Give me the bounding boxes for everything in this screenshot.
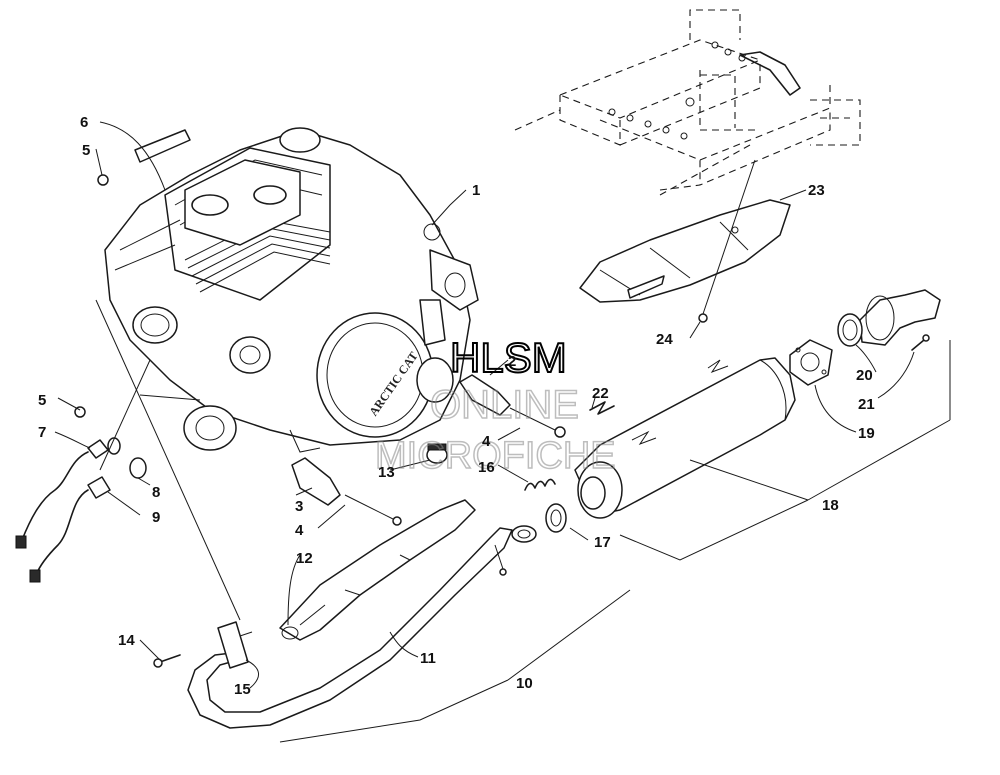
nut-5-lower [74,406,86,418]
callout-21: 21 [858,396,875,413]
callout-16: 16 [478,459,495,476]
gasket-19 [789,339,833,386]
heat-shield-upper [579,199,791,303]
callout-24: 24 [656,331,673,348]
gasket-17 [545,503,567,533]
spring-22 [589,401,615,415]
sensor-2 [459,374,566,438]
callout-17: 17 [594,534,611,551]
watermark-line-1: HLSM [450,334,567,381]
callout-22: 22 [592,385,609,402]
bolt-21 [911,334,930,351]
callout-15: 15 [234,681,251,698]
callout-18: 18 [822,497,839,514]
washer-8 [129,457,147,479]
callout-9: 9 [152,509,160,526]
frame-phantom [514,9,861,196]
callout-labels: 1 2 3 4 4 5 5 6 7 8 9 10 11 12 13 14 15 … [38,114,875,698]
watermark: HLSM ONLINE MICROFICHE [374,333,616,478]
callout-11: 11 [420,650,436,667]
callout-2: 2 [508,353,516,370]
callout-10: 10 [516,675,533,692]
tailpipe-20 [837,289,941,347]
callout-14: 14 [118,632,135,649]
callout-23: 23 [808,182,825,199]
spring-16 [524,478,556,491]
sensor-9 [29,476,111,583]
callout-19: 19 [858,425,875,442]
callout-13: 13 [378,464,395,481]
callout-5-upper: 5 [82,142,90,159]
heat-shield-lower [279,499,476,641]
callout-1: 1 [472,182,480,199]
engine-assembly: ARCTIC CAT [104,127,479,453]
callout-5-lower: 5 [38,392,46,409]
callout-6: 6 [80,114,88,131]
callout-7: 7 [38,424,46,441]
callout-12: 12 [296,550,313,567]
callout-8: 8 [152,484,160,501]
callout-3: 3 [295,498,303,515]
callout-20: 20 [856,367,873,384]
bracket-15 [153,621,253,669]
leader-lines [54,121,951,743]
watermark-line-2: ONLINE [430,383,579,427]
callout-4-upper: 4 [482,433,491,450]
nut-5-upper [97,174,109,186]
decal-6 [134,129,191,163]
sensor-3 [291,457,402,526]
muffler [574,357,796,519]
watermark-line-3: MICROFICHE [375,435,616,477]
clamp-13 [426,443,448,464]
screw-24 [698,159,756,323]
header-pipe [187,525,537,729]
callout-4-lower: 4 [295,522,304,539]
